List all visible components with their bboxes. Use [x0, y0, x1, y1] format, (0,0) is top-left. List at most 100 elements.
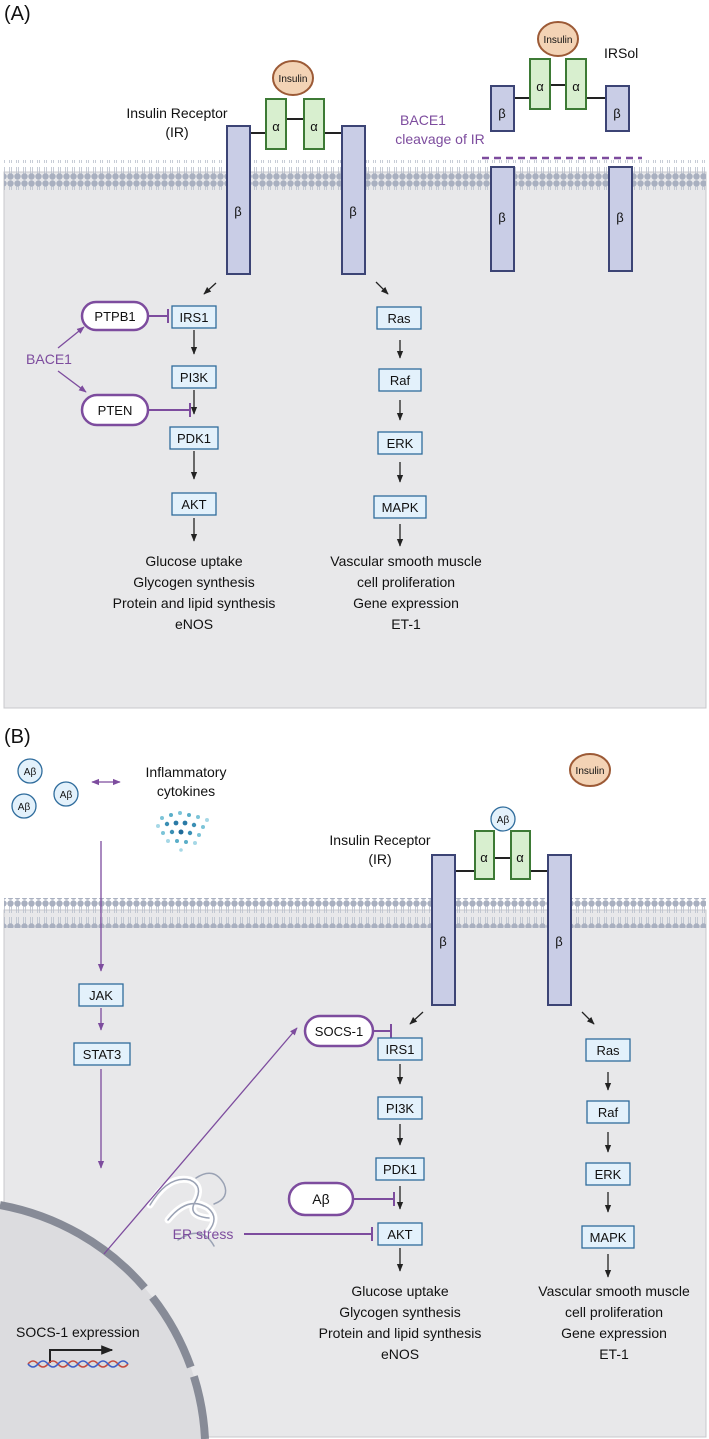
protein-label: IRS1	[386, 1042, 415, 1057]
alpha-subunit-left	[474, 830, 495, 880]
socs1-label: SOCS-1	[315, 1024, 363, 1039]
protein-label: ERK	[595, 1167, 622, 1182]
protein-box-raf	[586, 1100, 630, 1124]
nucleus: SOCS-1 expression	[0, 1201, 209, 1439]
beta-subunit-left	[226, 125, 251, 275]
alpha-subunit-right	[510, 830, 531, 880]
outcome-text: Glycogen synthesis	[133, 574, 254, 590]
panel-a-right-pathway: Ras Raf ERK MAPK Vascular smooth muscle …	[330, 281, 482, 632]
protein-label: AKT	[181, 497, 206, 512]
protein-box-stat3	[73, 1042, 131, 1066]
abeta-molecule	[11, 793, 37, 819]
beta-label: β	[498, 210, 505, 225]
outcome-text: ET-1	[391, 616, 421, 632]
outcome-text: cell proliferation	[357, 574, 455, 590]
protein-box-akt	[171, 492, 217, 516]
protein-box-mapk	[581, 1225, 635, 1249]
protein-label: STAT3	[83, 1047, 122, 1062]
protein-box-jak	[78, 983, 124, 1007]
panel-a-left-pathway: IRS1 PI3K PDK1 AKT Glucose uptake Glycog…	[113, 282, 276, 632]
beta-label: β	[616, 210, 623, 225]
alpha-label: α	[536, 79, 544, 94]
socs-expression-label: SOCS-1 expression	[16, 1324, 140, 1340]
irsol-label: IRSol	[604, 45, 638, 61]
insulin-receptor-b: α α β β Aβ Insulin Insulin Receptor (IR)	[329, 753, 611, 1006]
alpha-label: α	[572, 79, 580, 94]
protein-label: Raf	[390, 373, 411, 388]
outcome-text: eNOS	[381, 1346, 419, 1362]
receptor-label-abbr: (IR)	[165, 124, 188, 140]
dna-icon	[27, 1360, 129, 1368]
panel-b-label: (B)	[4, 726, 31, 748]
protein-label: AKT	[387, 1227, 412, 1242]
cytokines-label: cytokines	[157, 783, 215, 799]
protein-label: ERK	[387, 436, 414, 451]
beta-label: β	[439, 934, 446, 949]
protein-label: Raf	[598, 1105, 619, 1120]
outcome-text: Protein and lipid synthesis	[113, 595, 276, 611]
beta-label: β	[349, 204, 356, 219]
protein-box-pi3k	[377, 1096, 423, 1120]
insulin-molecule	[569, 753, 611, 787]
abeta-molecule	[490, 806, 516, 832]
protein-box-erk	[585, 1162, 631, 1186]
protein-label: PI3K	[180, 370, 209, 385]
protein-box-pdk1	[375, 1157, 425, 1181]
cleaved-receptor: β β BACE1 cleavage of IR	[395, 112, 642, 272]
alpha-label: α	[310, 119, 318, 134]
protein-label: Ras	[387, 311, 411, 326]
beta-label: β	[555, 934, 562, 949]
panel-b-right-pathway: Ras Raf ERK MAPK Vascular smooth muscle …	[538, 1011, 690, 1362]
outcome-text: Vascular smooth muscle	[538, 1283, 690, 1299]
abeta-label: Aβ	[497, 815, 510, 826]
panel-a-inhibitors: PTPB1 PTEN BACE1	[26, 300, 191, 427]
panel-b: (B) SOCS-1 expression Aβ Aβ	[0, 726, 707, 1439]
abeta-label: Aβ	[60, 790, 73, 801]
insulin-label: Insulin	[279, 74, 308, 85]
protein-box-mapk	[373, 495, 427, 519]
endoplasmic-reticulum-icon	[146, 1172, 227, 1247]
panel-a: (A) α α β β Insulin Insulin Receptor (IR…	[3, 3, 707, 709]
receptor-label: Insulin Receptor	[126, 105, 228, 121]
outcome-text: Glycogen synthesis	[339, 1304, 460, 1320]
protein-box-irs1	[171, 305, 217, 329]
cytokines-icon	[156, 811, 209, 852]
protein-box-akt	[377, 1222, 423, 1246]
abeta-inhibitor-label: Aβ	[312, 1191, 329, 1207]
receptor-label: Insulin Receptor	[329, 832, 431, 848]
panel-b-membrane	[4, 898, 706, 928]
beta-subunit-right	[341, 125, 366, 275]
er-stress-label: ER stress	[173, 1226, 234, 1242]
protein-box-irs1	[377, 1037, 423, 1061]
irsol-fragment: α α β β Insulin IRSol	[490, 21, 638, 132]
beta-subunit-left	[431, 854, 456, 1006]
outcome-text: Glucose uptake	[145, 553, 242, 569]
outcome-text: Vascular smooth muscle	[330, 553, 482, 569]
protein-box-raf	[378, 368, 422, 392]
protein-label: MAPK	[382, 500, 419, 515]
beta-label: β	[498, 106, 505, 121]
insulin-molecule	[272, 60, 314, 96]
protein-label: PI3K	[386, 1101, 415, 1116]
extracellular-signals: Aβ Aβ Aβ Inflammatory cytokines	[11, 758, 227, 852]
alpha-subunit-left	[265, 98, 287, 150]
protein-label: PDK1	[383, 1162, 417, 1177]
beta-label: β	[234, 204, 241, 219]
protein-box-pi3k	[171, 365, 217, 389]
alpha-label: α	[272, 119, 280, 134]
panel-a-label: (A)	[4, 3, 31, 25]
jak-stat-pathway: JAK STAT3	[73, 841, 298, 1255]
abeta-molecule	[53, 781, 79, 807]
protein-label: IRS1	[180, 310, 209, 325]
alpha-subunit-right	[303, 98, 325, 150]
cytokines-label: Inflammatory	[146, 764, 227, 780]
outcome-text: Gene expression	[561, 1325, 667, 1341]
alpha-label: α	[480, 850, 488, 865]
bace-cleavage-label: cleavage of IR	[395, 131, 485, 147]
protein-label: JAK	[89, 988, 113, 1003]
abeta-label: Aβ	[24, 767, 37, 778]
protein-label: MAPK	[590, 1230, 627, 1245]
bace-cleavage-label: BACE1	[400, 112, 446, 128]
outcome-text: Gene expression	[353, 595, 459, 611]
outcome-text: cell proliferation	[565, 1304, 663, 1320]
